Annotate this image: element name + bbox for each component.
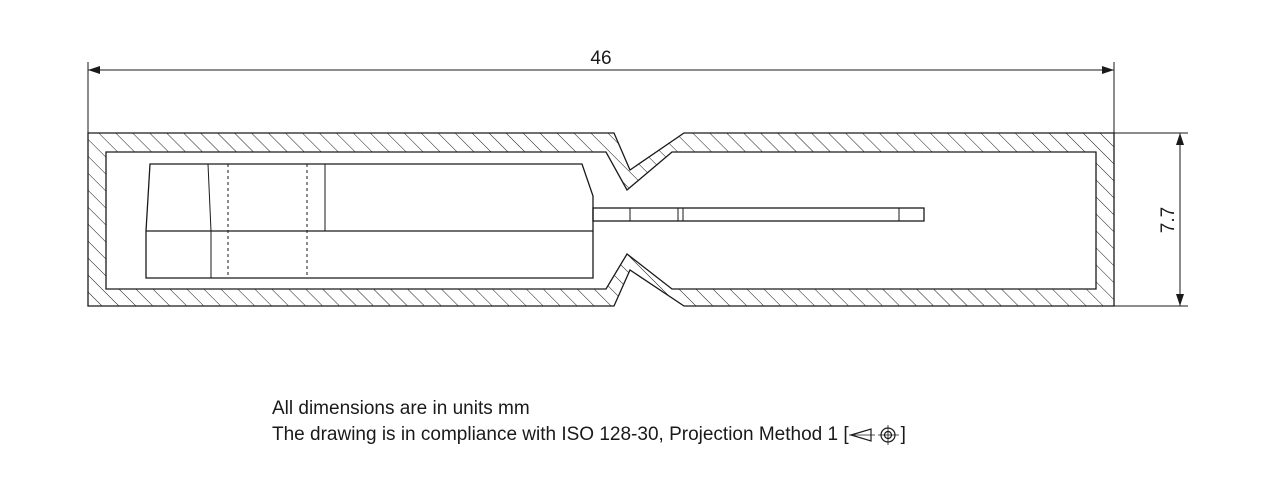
- housing-wall-section: [87, 132, 1115, 307]
- drawing-notes: All dimensions are in units mm The drawi…: [272, 396, 906, 448]
- length-dimension: 46: [87, 48, 1115, 133]
- compliance-note: The drawing is in compliance with ISO 12…: [272, 422, 906, 448]
- compliance-note-bracket: ]: [900, 424, 906, 445]
- height-dimension-label: 7.7: [1158, 207, 1179, 233]
- contact-pin: [592, 207, 925, 222]
- length-dimension-label: 46: [590, 48, 611, 69]
- height-dimension: 7.7: [1114, 132, 1188, 307]
- units-note: All dimensions are in units mm: [272, 398, 530, 419]
- first-angle-projection-icon: [848, 424, 899, 445]
- compliance-note-text: The drawing is in compliance with ISO 12…: [272, 424, 849, 445]
- contact-body: [145, 163, 594, 279]
